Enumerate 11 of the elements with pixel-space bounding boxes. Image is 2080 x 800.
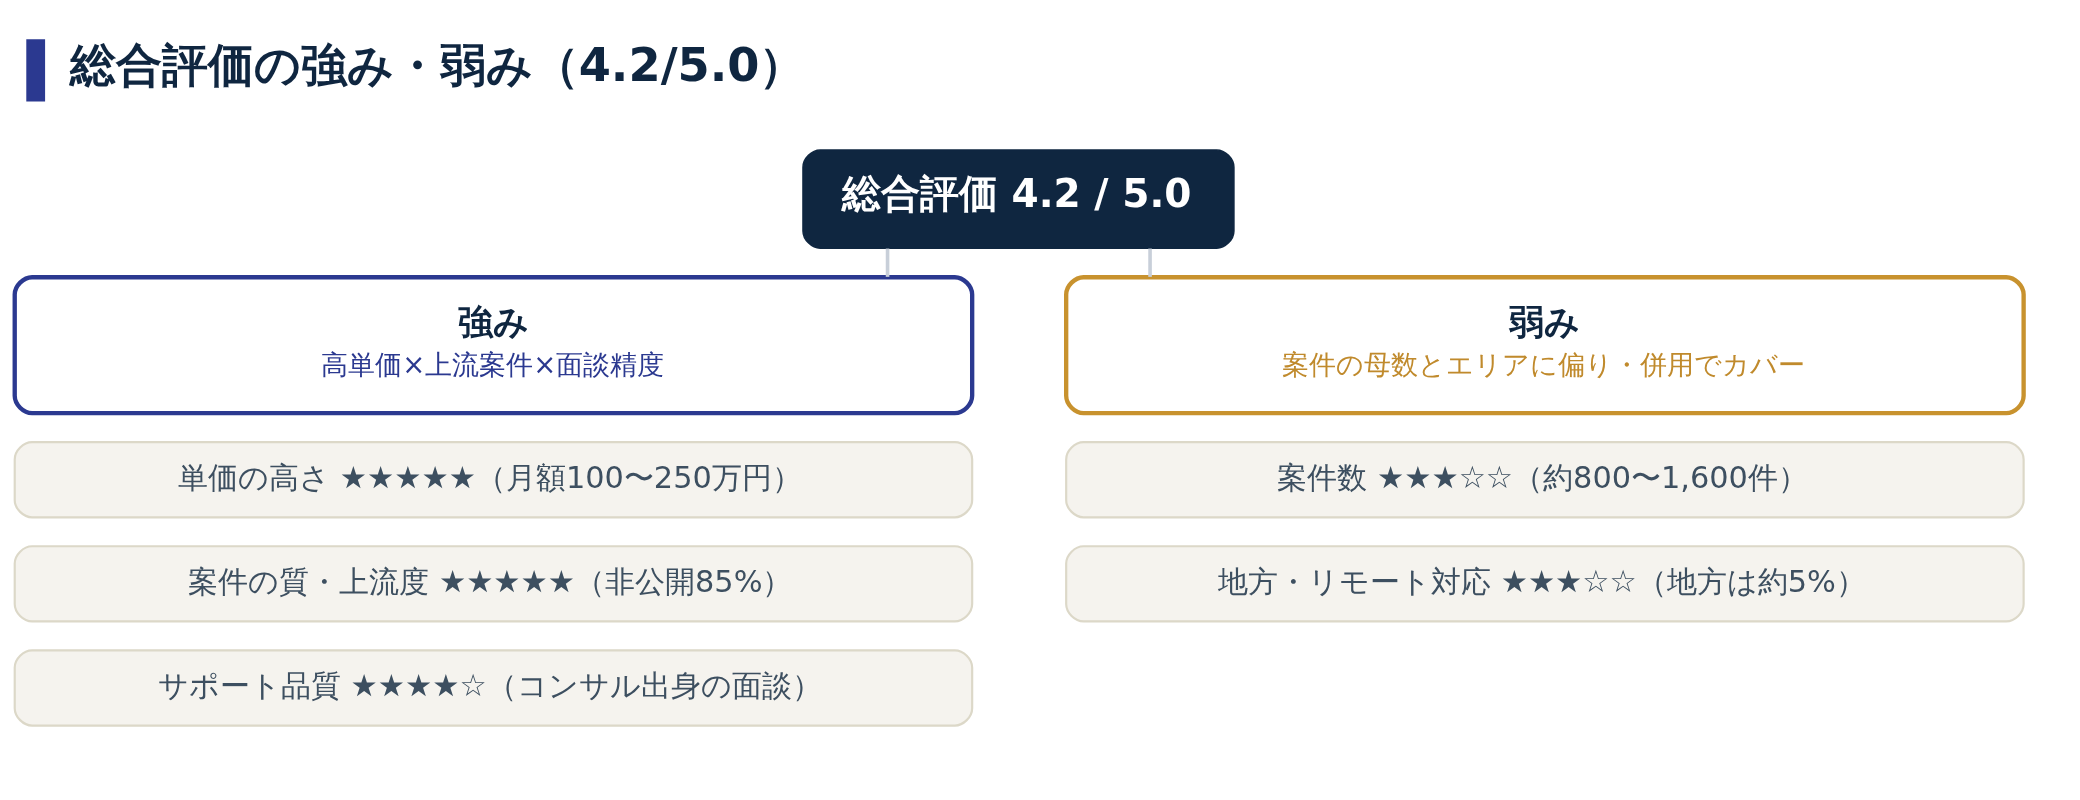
node-box: 弱み 案件の母数とエリアに偏り・併用でカバー [1064, 275, 2026, 416]
node-box: サポート品質 ★★★★☆（コンサル出身の面談） [13, 649, 974, 727]
node-box: 単価の高さ ★★★★★（月額100〜250万円） [13, 441, 974, 519]
node-box: 案件の質・上流度 ★★★★★（非公開85%） [13, 545, 974, 623]
node-box: 強み 高単価×上流案件×面談精度 [12, 275, 975, 416]
diagram-title: 総合評価の強み・弱み（4.2/5.0） [69, 37, 806, 92]
connector [1148, 248, 1152, 277]
node-box: 総合評価 4.2 / 5.0 [802, 149, 1235, 249]
connector [885, 248, 890, 277]
node-box: 案件数 ★★★☆☆（約800〜1,600件） [1065, 441, 2025, 519]
node-box: 地方・リモート対応 ★★★☆☆（地方は約5%） [1065, 545, 2025, 623]
